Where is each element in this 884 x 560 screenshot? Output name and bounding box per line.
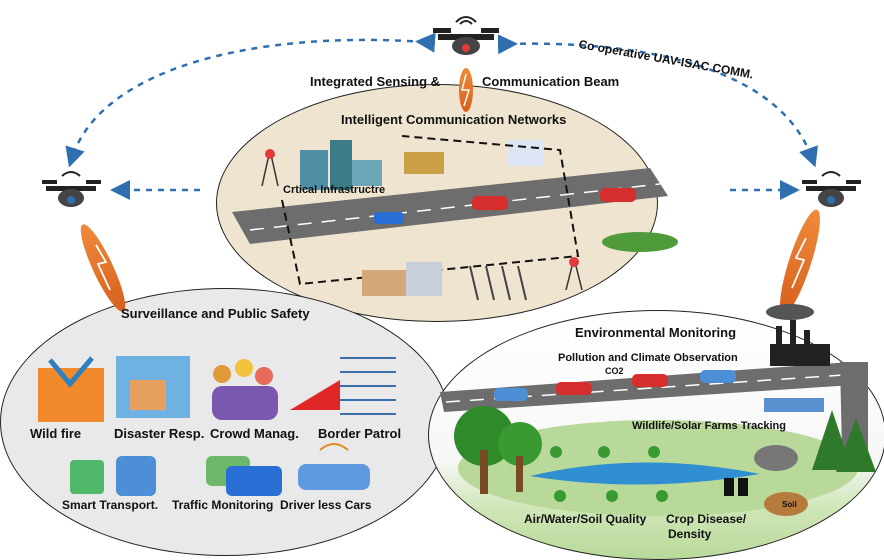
coop-arrows <box>65 32 818 200</box>
wildlife-label: Wildlife/Solar Farms Tracking <box>632 420 786 432</box>
isac-beams <box>80 68 820 315</box>
critical-infra-label: Crtical Infrastructre <box>283 184 386 196</box>
border-patrol-label: Border Patrol <box>318 426 402 441</box>
smart-transport-label: Smart Transport. <box>62 498 159 512</box>
env-cars <box>494 370 736 401</box>
wildfire-label: Wild fire <box>30 426 82 441</box>
isac-beam-label-right: Communication Beam <box>482 74 620 89</box>
surveillance-title: Surveillance and Public Safety <box>121 306 310 321</box>
co2-label: CO2 <box>605 366 624 376</box>
dashed-outline <box>281 135 580 286</box>
env-title: Environmental Monitoring <box>575 325 737 340</box>
isac-beam-label-left: Integrated Sensing & <box>310 74 441 89</box>
icn-road <box>232 168 668 244</box>
crop-disease-label: Crop Disease/ <box>666 512 747 526</box>
grid-and-warehouse <box>362 232 678 301</box>
surveillance-icons <box>38 356 396 496</box>
icn-title: Intelligent Communication Networks <box>341 112 567 127</box>
drone-icon-top <box>433 16 499 55</box>
solar-panels <box>764 398 824 412</box>
traffic-monitoring-label: Traffic Monitoring <box>172 498 274 512</box>
icn-towers <box>261 149 583 291</box>
soil-label: Soil <box>782 500 797 509</box>
crowd-manag-label: Crowd Manag. <box>210 426 299 441</box>
drone-icon-left <box>42 171 101 207</box>
driverless-cars-label: Driver less Cars <box>280 498 372 512</box>
icn-cars <box>374 188 636 224</box>
critical-buildings <box>300 140 544 190</box>
air-water-soil-label: Air/Water/Soil Quality <box>524 512 647 526</box>
drone-icon-right <box>802 171 861 207</box>
env-nature <box>454 406 876 516</box>
density-label: Density <box>668 527 712 541</box>
factory <box>766 304 830 366</box>
disaster-resp-label: Disaster Resp. <box>114 426 205 441</box>
pollution-label: Pollution and Climate Observation <box>558 352 738 364</box>
